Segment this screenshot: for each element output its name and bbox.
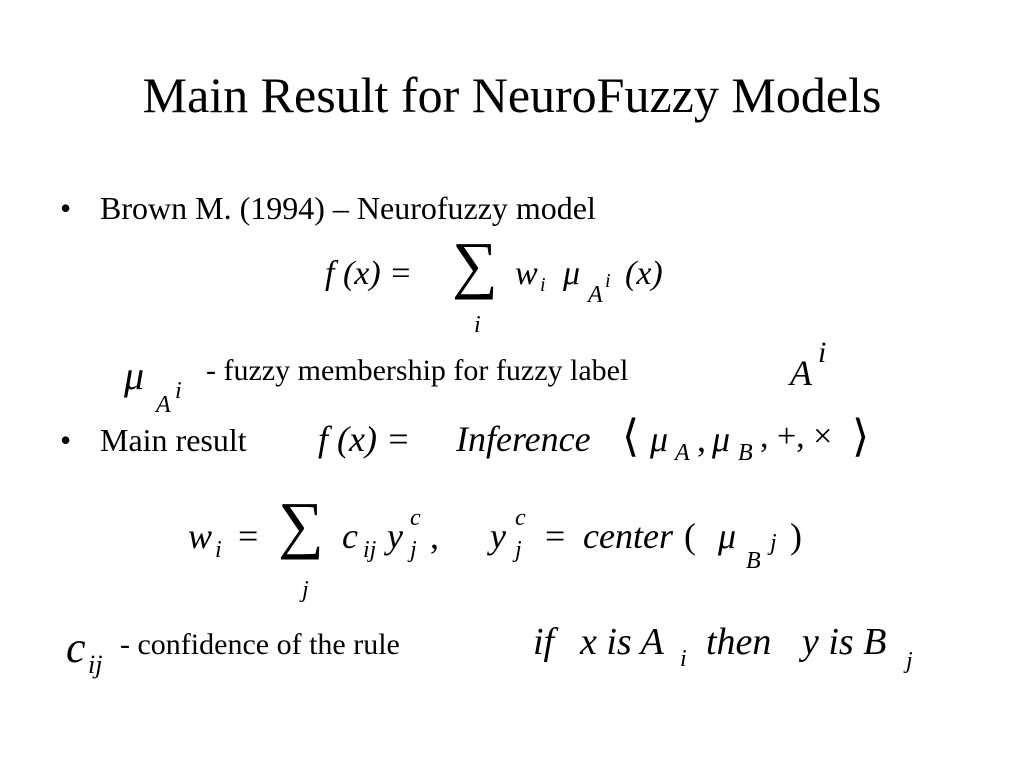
eq2-b-sub: B [738,440,753,466]
eq1-w-sub: i [540,274,546,296]
eq3-equals: = [238,516,259,556]
bullet-marker-2: • [60,422,72,458]
eq1-sum-index: i [474,312,481,338]
eq1-lhs: f (x) = [325,255,413,292]
membership-mu: μ [124,353,145,398]
rule-x-is-a: x is A [580,621,664,663]
eq3-paren-open: ( [684,516,696,556]
eq1-sum-symbol: ∑ [452,229,498,300]
rule-text: - confidence of the rule [120,628,400,661]
slide-title: Main Result for NeuroFuzzy Models [142,67,882,123]
eq3-mu: μ [718,516,737,556]
eq3-mu-sub: B [746,548,761,574]
eq3-center: center [583,516,673,556]
eq3-y: y [387,516,403,556]
eq2-inference: Inference [456,419,591,459]
bullet-text-main-result: Main result [100,422,247,458]
rule-c-sub: ij [88,650,103,679]
eq3-y2: y [490,516,506,556]
membership-label: A [790,353,812,393]
eq3-y-sup: c [410,505,421,531]
eq3-mu-sup: j [770,530,777,556]
eq2-comma: , [697,419,706,459]
eq3-equals-2: = [545,516,566,556]
eq3-y-sub: j [410,537,417,563]
eq3-c: c [342,516,358,556]
eq3-w: w [188,516,213,556]
eq2-mu-a: μ [650,419,669,459]
eq3-y2-sub: j [515,537,522,563]
membership-mu-sub: A [156,392,171,418]
rule-c: c [66,623,86,672]
rule-then: then [706,621,772,663]
eq1-arg: (x) [625,255,663,292]
eq3-w-sub: i [215,537,222,563]
eq2-lhs: f (x) = [318,419,411,459]
eq2-right-angle: ⟩ [852,412,870,461]
eq1-w: w [515,255,538,292]
eq3-sum-symbol: ∑ [278,489,324,560]
eq2-left-angle: ⟨ [622,412,640,461]
membership-text: - fuzzy membership for fuzzy label [206,354,629,387]
bullet-marker-1: • [60,190,72,226]
eq1-mu-sup: i [605,270,611,292]
eq3-sum-index: j [302,577,309,603]
eq3-comma: , [430,516,439,556]
eq2-a-sub: A [675,440,690,466]
eq1-mu-sub: A [588,282,603,308]
eq3-y2-sup: c [515,505,526,531]
rule-y-is-b: y is B [802,621,887,663]
eq3-c-sub: ij [363,537,377,563]
membership-label-sup: i [818,336,827,369]
rule-b-sub: j [906,648,913,674]
membership-mu-sup: i [175,378,182,404]
eq2-ops: , +, × [760,418,833,455]
eq3-paren-close: ) [790,516,802,556]
bullet-text-brown: Brown M. (1994) – Neurofuzzy model [100,190,596,226]
rule-if: if [533,621,555,663]
eq2-mu-b: μ [712,419,731,459]
eq1-mu: μ [563,255,581,292]
rule-a-sub: i [680,646,687,672]
